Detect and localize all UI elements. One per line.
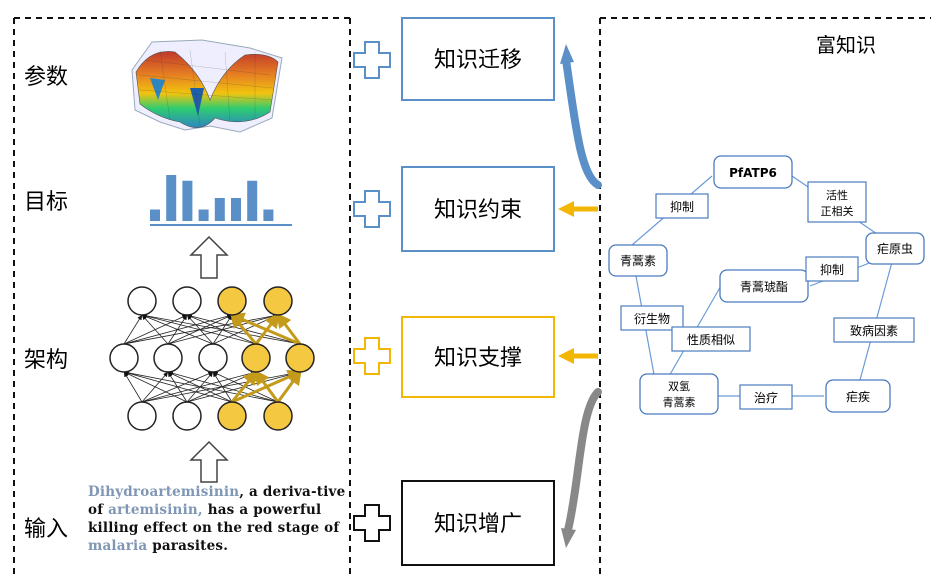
node-artesunate <box>719 269 809 303</box>
edge-label-inhibit-1 <box>655 193 709 219</box>
node-pfatp6-label: PfATP6 <box>729 166 777 180</box>
support-arrowhead <box>558 348 574 364</box>
plus-icon <box>353 41 391 79</box>
sentence-part-3: parasites. <box>147 538 229 554</box>
entity-artemisinin: artemisinin, <box>108 502 203 518</box>
node-plasmodium <box>865 232 925 265</box>
label-architecture: 架构 <box>24 348 68 373</box>
svg-text:治疗: 治疗 <box>754 391 778 405</box>
augment-arrowhead <box>561 528 576 548</box>
edge-label-positive-correlation <box>807 181 867 223</box>
neuron-node <box>172 401 202 431</box>
neuron-node <box>127 401 157 431</box>
right-panel-border <box>599 17 931 575</box>
node-dihydroartemisinin <box>639 373 719 415</box>
neuron-node <box>263 401 293 431</box>
edge-label-treat <box>739 384 793 410</box>
node-artemisinin-label: 青蒿素 <box>620 254 656 268</box>
plus-icon <box>353 190 391 228</box>
svg-text:活性正相关: 活性正相关 <box>821 188 854 218</box>
node-artemisinin <box>608 244 668 277</box>
svg-text:知识约束: 知识约束 <box>434 198 522 223</box>
up-arrow-icon <box>189 235 229 279</box>
bar <box>214 198 225 221</box>
knowledge-support-box: 知识支撑 <box>401 316 555 398</box>
bar <box>166 175 177 221</box>
constraint-arrowhead <box>558 201 574 217</box>
node-plasmodium-label: 疟原虫 <box>877 241 913 256</box>
augment-arrow <box>564 388 602 534</box>
rich-knowledge-title: 富知识 <box>816 33 876 57</box>
left-panel-border <box>13 17 351 575</box>
node-artesunate-label: 青蒿琥酯 <box>740 280 788 294</box>
bar <box>198 209 209 221</box>
transfer-arrow <box>562 56 602 189</box>
plus-icons <box>353 41 391 542</box>
bar <box>247 180 258 221</box>
edge-label-derivative <box>620 305 684 331</box>
neuron-node <box>217 401 247 431</box>
edge-label-pathogenic <box>833 317 915 343</box>
node-dihydroartemisinin-label: 双氢青蒿素 <box>663 379 696 409</box>
edge-label-inhibit-2 <box>805 256 859 282</box>
neuron-node <box>109 343 139 373</box>
entity-malaria: malaria <box>88 538 148 554</box>
target-bar-icon <box>150 175 274 221</box>
surface-plot-image <box>131 39 283 133</box>
knowledge-augment-box: 知识增广 <box>401 480 555 566</box>
label-params: 参数 <box>24 65 68 90</box>
knowledge-graph: PfATP6 青蒿素 疟原虫 青蒿琥酯 双氢青蒿素 疟疾 抑制 活性正相关 抑制… <box>608 155 925 415</box>
sentence-part-2: has a powerful killing effect on the red… <box>88 502 340 536</box>
neuron-node <box>263 286 293 316</box>
svg-text:抑制: 抑制 <box>820 262 844 277</box>
knowledge-constraint-box: 知识约束 <box>401 166 555 252</box>
bar <box>263 209 274 221</box>
bar <box>231 198 241 221</box>
svg-text:抑制: 抑制 <box>670 199 694 214</box>
svg-text:知识增广: 知识增广 <box>434 512 522 537</box>
plus-icon <box>353 337 391 375</box>
up-arrow-icon <box>189 440 229 483</box>
sentence-part-1: , a deriva-tive of <box>88 484 346 518</box>
svg-text:性质相似: 性质相似 <box>687 333 735 347</box>
neural-network-icon <box>109 286 315 431</box>
knowledge-transfer-box: 知识迁移 <box>401 17 555 101</box>
neuron-node <box>241 343 271 373</box>
input-sentence: Dihydroartemisinin, a deriva-tive of art… <box>88 483 348 555</box>
bar <box>150 209 160 221</box>
node-malaria <box>825 379 891 413</box>
entity-dihydroartemisinin: Dihydroartemisinin <box>88 484 240 500</box>
svg-text:知识支撑: 知识支撑 <box>434 346 522 371</box>
neuron-node <box>153 343 183 373</box>
svg-text:知识迁移: 知识迁移 <box>434 48 522 73</box>
label-target: 目标 <box>24 190 68 215</box>
bar <box>182 180 193 221</box>
edge-label-similar <box>671 326 751 352</box>
plus-icon <box>353 504 391 542</box>
neuron-node <box>217 286 247 316</box>
node-pfatp6 <box>713 155 793 189</box>
neuron-node <box>285 343 315 373</box>
svg-text:衍生物: 衍生物 <box>634 312 670 326</box>
transfer-arrowhead <box>560 44 574 64</box>
node-malaria-label: 疟疾 <box>846 389 870 404</box>
neuron-node <box>172 286 202 316</box>
label-input: 输入 <box>24 517 68 542</box>
svg-text:致病因素: 致病因素 <box>850 323 898 338</box>
neuron-node <box>127 286 157 316</box>
neuron-node <box>198 343 228 373</box>
